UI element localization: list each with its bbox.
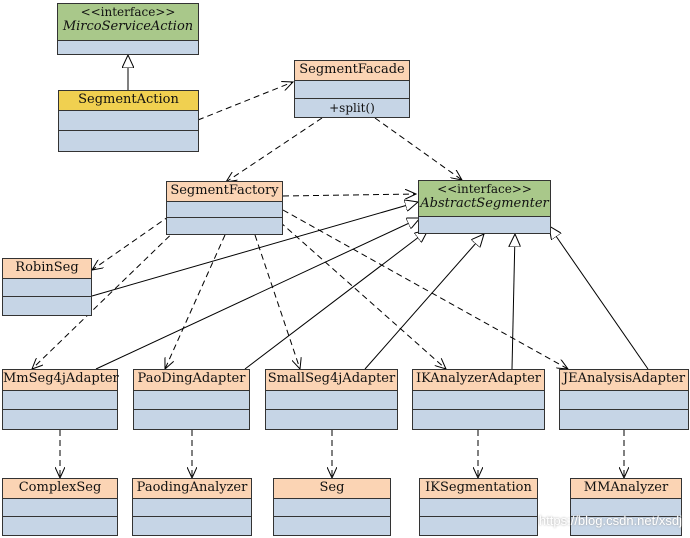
mm-analyzer-class: MMAnalyzer <box>570 478 682 536</box>
realization-robinseg <box>91 202 418 297</box>
stereotype-label: <<interface>> <box>437 182 532 196</box>
paoding-analyzer-class: PaodingAnalyzer <box>132 478 252 536</box>
class-name: SegmentFacade <box>295 61 409 81</box>
dep-facade-abstract <box>374 117 462 180</box>
class-name: MircoServiceAction <box>62 19 194 34</box>
segment-factory-class: SegmentFactory <box>166 181 283 235</box>
class-name: AbstractSegmenter <box>420 196 549 211</box>
methods-section <box>420 517 537 535</box>
dep-factory-robinseg <box>92 209 179 270</box>
class-name: Seg <box>274 479 390 499</box>
class-name: MMAnalyzer <box>571 479 681 499</box>
class-name: IKSegmentation <box>420 479 537 499</box>
dep-action-facade <box>197 82 293 121</box>
realization-mmseg4j <box>95 218 420 370</box>
methods-section <box>560 410 688 429</box>
methods-section <box>413 410 544 429</box>
attributes-section <box>133 499 251 517</box>
attributes-section <box>134 391 249 410</box>
attributes-section <box>413 391 544 410</box>
attributes-section <box>58 41 198 54</box>
watermark-text: https://blog.csdn.net/xsdj <box>538 513 682 528</box>
mmseg4j-adapter-class: MmSeg4jAdapter <box>2 369 119 430</box>
ikanalyzer-adapter-class: IKAnalyzerAdapter <box>412 369 545 430</box>
attributes-section <box>266 391 397 410</box>
realization-paoding <box>244 230 428 370</box>
methods-section <box>59 131 198 151</box>
attributes-section <box>274 499 390 517</box>
attributes-section <box>560 391 688 410</box>
methods-section <box>3 410 117 429</box>
attributes-section <box>59 111 198 131</box>
methods-section <box>274 517 390 535</box>
methods-section <box>571 517 681 535</box>
methods-section <box>134 410 249 429</box>
attributes-section <box>3 279 91 297</box>
methods-section <box>266 410 397 429</box>
class-name: PaodingAnalyzer <box>133 479 251 499</box>
attributes-section <box>420 499 537 517</box>
dep-factory-ikanalyzer <box>279 221 446 369</box>
dep-factory-paoding <box>165 234 226 369</box>
dep-facade-factory <box>226 117 323 182</box>
class-name: SmallSeg4jAdapter <box>266 370 397 391</box>
attributes-section <box>3 499 117 517</box>
class-name: RobinSeg <box>3 259 91 279</box>
attributes-section <box>295 81 409 99</box>
class-name: PaoDingAdapter <box>134 370 249 391</box>
class-name: MmSeg4jAdapter <box>3 370 119 391</box>
realization-jeanalysis <box>549 226 649 370</box>
complex-seg-class: ComplexSeg <box>2 478 118 536</box>
methods-section <box>3 297 91 315</box>
split-method: +split() <box>295 99 409 117</box>
dep-factory-mmseg4j <box>32 221 185 369</box>
attributes-section <box>571 499 681 517</box>
attributes-section <box>419 217 550 233</box>
class-name: SegmentFactory <box>167 182 282 202</box>
robin-seg-class: RobinSeg <box>2 258 92 316</box>
stereotype-label: <<interface>> <box>80 5 176 19</box>
realization-smallseg <box>364 234 484 370</box>
attributes-section <box>167 202 282 218</box>
class-name: IKAnalyzerAdapter <box>413 370 544 391</box>
class-name: ComplexSeg <box>3 479 117 499</box>
jeanalysis-adapter-class: JEAnalysisAdapter <box>559 369 689 430</box>
ik-segmentation-class: IKSegmentation <box>419 478 538 536</box>
dep-factory-smallseg <box>254 234 300 369</box>
seg-class: Seg <box>273 478 391 536</box>
abstract-segmenter-interface: <<interface>> AbstractSegmenter <box>418 180 551 234</box>
mirco-service-action-interface: <<interface>> MircoServiceAction <box>57 3 199 55</box>
segment-action-class: SegmentAction <box>58 90 199 152</box>
segment-facade-class: SegmentFacade +split() <box>294 60 410 118</box>
dep-factory-abstract <box>282 194 416 196</box>
class-name: JEAnalysisAdapter <box>560 370 688 391</box>
class-name: SegmentAction <box>59 91 198 111</box>
smallseg4j-adapter-class: SmallSeg4jAdapter <box>265 369 398 430</box>
dep-factory-jeanalysis <box>282 209 568 369</box>
methods-section <box>167 218 282 234</box>
methods-section <box>3 517 117 535</box>
paoding-adapter-class: PaoDingAdapter <box>133 369 250 430</box>
methods-section <box>133 517 251 535</box>
realization-ikanalyzer <box>512 234 515 370</box>
attributes-section <box>3 391 117 410</box>
